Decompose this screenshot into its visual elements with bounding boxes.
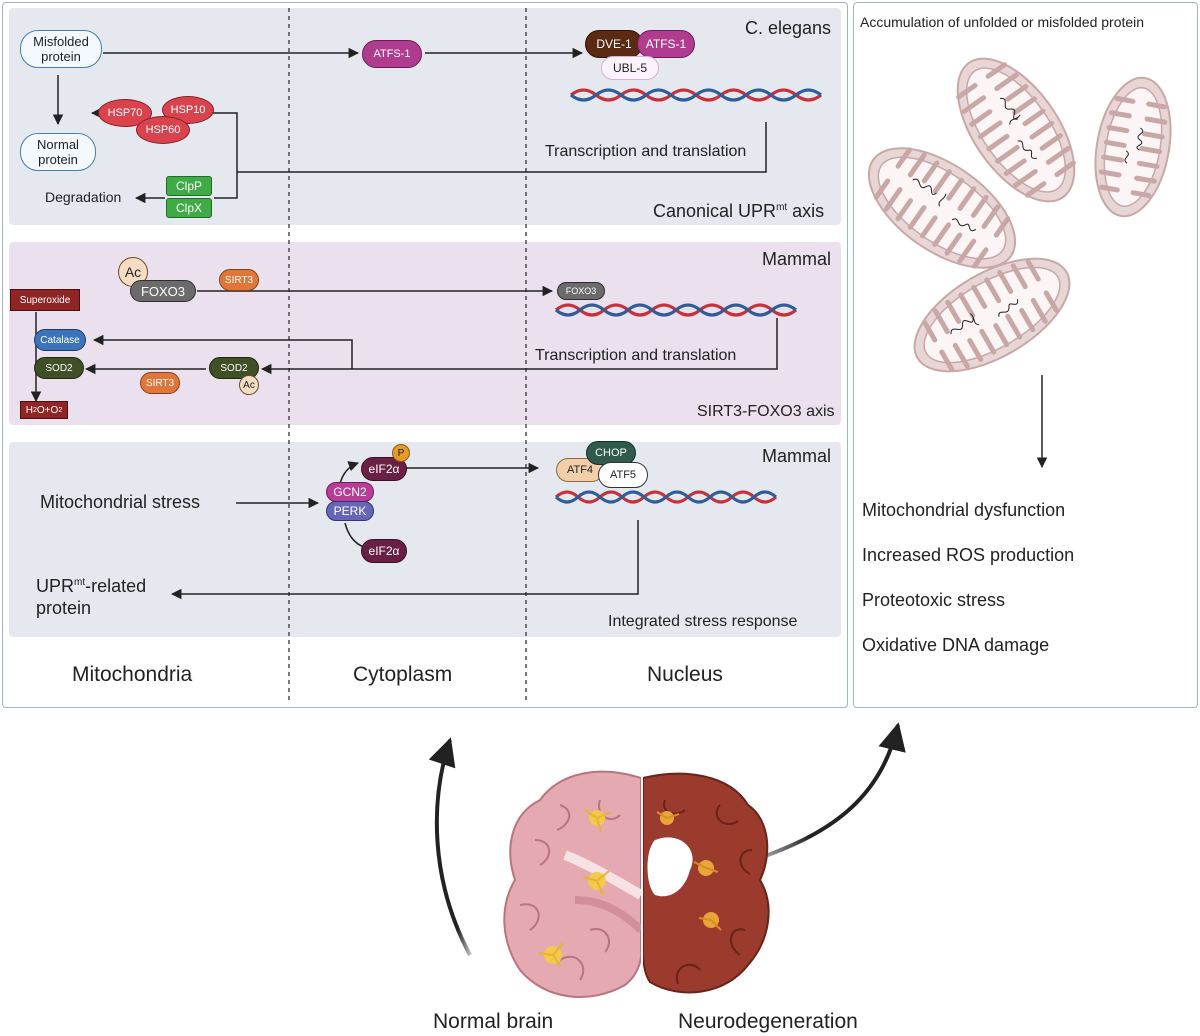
- organism-label-mammal-2: Mammal: [762, 446, 832, 466]
- degradation-label: Degradation: [45, 189, 122, 205]
- gcn2-protein: GCN2: [326, 482, 374, 502]
- normal-brain-half: [503, 770, 644, 998]
- normal-brain-label: Normal brain: [433, 1010, 554, 1033]
- normal-protein-node: Normal protein: [20, 133, 96, 171]
- atfs1-protein-nucleus: ATFS-1: [637, 30, 695, 58]
- perk-protein: PERK: [326, 501, 374, 521]
- foxo3-protein-nucleus: FOXO3: [557, 282, 605, 300]
- integrated-stress-response-label: Integrated stress response: [608, 613, 798, 630]
- sirt3-foxo3-axis-label: SIRT3-FOXO3 axis: [697, 403, 835, 420]
- sod2-protein-2: SOD2: [209, 357, 259, 379]
- ubl5-protein: UBL-5: [601, 56, 659, 80]
- column-label-cytoplasm: Cytoplasm: [353, 663, 453, 686]
- effect-item: Proteotoxic stress: [862, 590, 1006, 610]
- axis-main: Canonical UPR: [653, 201, 777, 221]
- misfolded-protein-node: Misfolded protein: [20, 30, 102, 68]
- eif2a-protein: eIF2α: [361, 539, 407, 563]
- hsp60-protein: HSP60: [136, 116, 190, 144]
- effects-list: Mitochondrial dysfunction Increased ROS …: [862, 488, 1074, 668]
- mitochondrion-2: [1094, 76, 1172, 218]
- column-label-mitochondria: Mitochondria: [72, 663, 193, 686]
- right-panel-title: Accumulation of unfolded or misfolded pr…: [860, 14, 1145, 30]
- atf5-protein: ATF5: [598, 462, 648, 488]
- acetyl-group-foxo3: Ac: [118, 257, 148, 287]
- neurodegeneration-label: Neurodegeneration: [678, 1010, 858, 1033]
- dna-helix-3: [554, 490, 778, 504]
- mitochondrion-3: [867, 147, 1017, 269]
- sirt3-protein-1: SIRT3: [219, 269, 259, 291]
- effect-item: Oxidative DNA damage: [862, 635, 1050, 655]
- mitochondrion-4: [913, 257, 1071, 373]
- transcription-translation-label-2: Transcription and translation: [535, 347, 737, 364]
- integrated-stress-band: [9, 442, 841, 637]
- effect-item: Mitochondrial dysfunction: [862, 500, 1066, 520]
- superoxide-box: Superoxide: [10, 289, 80, 311]
- curved-arrow-right: [747, 722, 906, 864]
- sirt3-protein-2: SIRT3: [140, 372, 180, 394]
- catalase-protein: Catalase: [34, 329, 86, 351]
- dna-helix-1: [570, 88, 822, 102]
- atfs1-protein: ATFS-1: [362, 40, 422, 68]
- clpp-protein: ClpP: [166, 176, 212, 196]
- neurodegenerated-brain-half: [642, 772, 770, 994]
- foxo3-protein: FOXO3: [130, 280, 196, 302]
- axis-end: axis: [787, 201, 825, 221]
- organism-label-c-elegans: C. elegans: [745, 18, 832, 38]
- mitochondrial-stress-label: Mitochondrial stress: [40, 492, 201, 512]
- phosphate-group: P: [392, 444, 410, 462]
- clpx-protein: ClpX: [166, 198, 212, 218]
- organism-label-mammal-1: Mammal: [762, 249, 832, 269]
- dna-helix-2: [554, 303, 798, 317]
- curved-arrow-left: [428, 737, 472, 956]
- transcription-translation-label-1: Transcription and translation: [545, 143, 747, 160]
- column-label-nucleus: Nucleus: [647, 663, 723, 686]
- acetyl-group-sod2: Ac: [239, 375, 259, 395]
- canonical-upr-axis-label: Canonical UPRmt axis: [653, 201, 824, 222]
- dve1-protein: DVE-1: [585, 30, 643, 58]
- axis-sup: mt: [776, 202, 788, 213]
- upr-related-protein-label: UPRmt-related protein: [36, 576, 147, 618]
- sod2-protein-1: SOD2: [34, 357, 84, 379]
- mitochondrion-1: [956, 57, 1076, 203]
- effect-item: Increased ROS production: [862, 545, 1075, 565]
